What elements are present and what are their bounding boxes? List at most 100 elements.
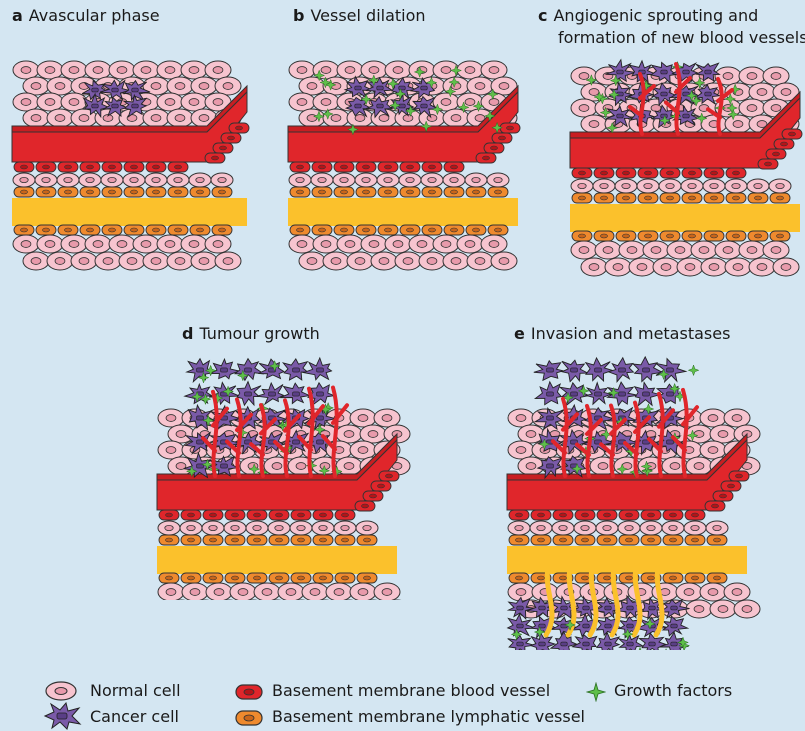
normal-cell bbox=[762, 240, 790, 260]
growth-factor-icon bbox=[593, 91, 606, 103]
lymphatic-vessel bbox=[288, 198, 518, 226]
growth-factor-icon bbox=[609, 74, 622, 87]
growth-factor-icon bbox=[621, 628, 634, 641]
normal-cell bbox=[709, 424, 737, 444]
growth-factor-icon bbox=[312, 110, 325, 123]
growth-factor-icon bbox=[486, 88, 499, 101]
panel-c-illustration bbox=[569, 58, 803, 277]
normal-cell bbox=[570, 240, 598, 260]
cancer-cell bbox=[208, 455, 240, 477]
growth-factor-icon bbox=[686, 429, 699, 442]
normal-cell bbox=[34, 172, 58, 188]
normal-cell bbox=[570, 98, 598, 118]
growth-factor-icon bbox=[665, 648, 667, 650]
cancer-cell bbox=[281, 358, 309, 381]
growth-factor-icon bbox=[638, 646, 642, 650]
growth-factor-icon bbox=[510, 628, 523, 641]
cancer-cell bbox=[661, 615, 690, 637]
normal-cell bbox=[311, 520, 335, 536]
growth-factor-icon bbox=[642, 403, 655, 416]
cancer-cell bbox=[595, 631, 621, 650]
normal-cell bbox=[201, 520, 225, 536]
cancer-cell bbox=[412, 95, 439, 119]
normal-cell bbox=[166, 172, 190, 188]
cancer-cell bbox=[584, 381, 613, 406]
normal-cell bbox=[359, 424, 387, 444]
cancer-cell bbox=[655, 357, 688, 384]
normal-cell bbox=[683, 520, 707, 536]
normal-cell bbox=[724, 257, 752, 277]
panel-a-text: Avascular phase bbox=[28, 6, 160, 25]
normal-cell bbox=[384, 60, 412, 80]
growth-factor-icon bbox=[319, 76, 332, 89]
normal-cell bbox=[746, 178, 770, 194]
normal-cell bbox=[442, 172, 466, 188]
normal-cell bbox=[517, 456, 545, 476]
cancer-cell bbox=[638, 632, 667, 650]
growth-factor-icon bbox=[726, 101, 739, 114]
cancer-cell bbox=[529, 631, 557, 650]
growth-factor-icon bbox=[643, 617, 656, 630]
normal-cell bbox=[699, 582, 727, 602]
normal-cell bbox=[592, 178, 616, 194]
normal-cell-icon bbox=[45, 681, 77, 701]
cancer-cell bbox=[122, 93, 148, 118]
normal-cell bbox=[595, 520, 619, 536]
normal-cell bbox=[432, 60, 460, 80]
normal-cell bbox=[12, 234, 40, 254]
normal-cell bbox=[370, 251, 398, 271]
normal-cell bbox=[614, 178, 638, 194]
cancer-cell bbox=[307, 381, 336, 407]
normal-cell bbox=[480, 60, 508, 80]
cancer-cell bbox=[549, 631, 578, 650]
normal-cell bbox=[464, 172, 488, 188]
normal-cell bbox=[229, 582, 257, 600]
normal-cell bbox=[245, 520, 269, 536]
legend-normal-cell: Normal cell bbox=[90, 681, 181, 700]
cancer-cell bbox=[533, 359, 565, 382]
normal-cell bbox=[298, 251, 326, 271]
vessel-sprout bbox=[647, 391, 675, 478]
cancer-cell bbox=[693, 83, 722, 105]
normal-cell bbox=[355, 520, 379, 536]
panel-c-text-2: formation of new blood vessels bbox=[558, 28, 805, 47]
growth-factor-icon bbox=[360, 93, 373, 106]
normal-cell bbox=[156, 60, 184, 80]
lymph-sprout bbox=[631, 557, 643, 638]
normal-cell bbox=[288, 172, 312, 188]
normal-cell bbox=[12, 172, 36, 188]
normal-cell bbox=[384, 234, 412, 254]
normal-cell bbox=[56, 172, 80, 188]
normal-cell bbox=[675, 582, 703, 602]
normal-cell bbox=[738, 240, 766, 260]
normal-cell bbox=[349, 440, 377, 460]
normal-cell bbox=[685, 599, 713, 619]
lymph-sprout bbox=[653, 557, 665, 638]
growth-factor-icon bbox=[450, 64, 463, 77]
vessel-sprout bbox=[273, 398, 301, 478]
legend-blood-vessel: Basement membrane blood vessel bbox=[272, 681, 551, 700]
normal-cell bbox=[724, 114, 752, 134]
normal-cell bbox=[442, 108, 470, 128]
normal-cell bbox=[325, 582, 353, 600]
cancer-cell bbox=[584, 356, 614, 383]
cancer-cell bbox=[282, 429, 310, 455]
normal-cell bbox=[700, 257, 728, 277]
normal-cell bbox=[332, 172, 356, 188]
growth-factor-icon bbox=[668, 382, 681, 395]
growth-factor-icon bbox=[600, 428, 613, 441]
panel-d-letter: d bbox=[182, 324, 194, 343]
vessel-sprout bbox=[297, 386, 325, 478]
cancer-cell bbox=[606, 381, 639, 407]
normal-cell bbox=[490, 76, 518, 96]
growth-factor-icon bbox=[693, 76, 706, 89]
normal-cell bbox=[570, 178, 594, 194]
cancer-cell bbox=[658, 598, 690, 619]
cancer-cell bbox=[506, 596, 535, 621]
normal-cell bbox=[398, 172, 422, 188]
normal-cell bbox=[46, 108, 74, 128]
normal-cell bbox=[142, 108, 170, 128]
growth-factor-icon bbox=[606, 121, 619, 134]
growth-factor-icon bbox=[367, 74, 380, 87]
normal-cell bbox=[204, 60, 232, 80]
